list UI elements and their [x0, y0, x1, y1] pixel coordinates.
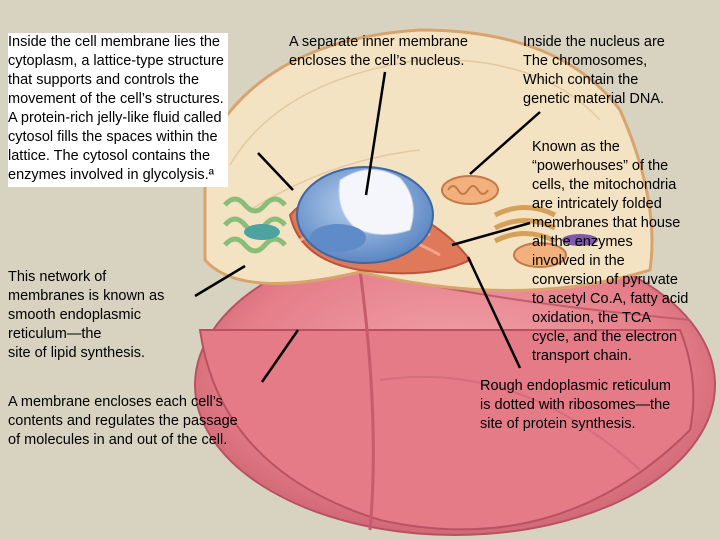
leader-line-nuclear-membrane [364, 71, 387, 196]
leader-line-smooth-er [194, 264, 246, 298]
mitochondria-label: Known as the “powerhouses” of the cells,… [532, 139, 689, 364]
nucleus [296, 166, 434, 264]
smooth-er-label: This network of membranes is known as sm… [8, 269, 165, 361]
golgi-apparatus [493, 205, 557, 244]
leader-line-rough-er [466, 256, 522, 369]
cell-body [194, 234, 716, 536]
leader-line-cell-membrane [260, 329, 300, 383]
leader-line-mitochondria [451, 221, 531, 247]
mitochondria [244, 175, 598, 268]
chromosomes-label: Inside the nucleus are The chromosomes, … [523, 34, 665, 107]
leader-line-chromosomes [469, 111, 541, 175]
nuclear-membrane-label: A separate inner membrane encloses the c… [289, 34, 468, 69]
leader-line-cytoplasm [257, 152, 294, 191]
leader-lines [194, 71, 541, 383]
rough-er-label: Rough endoplasmic reticulum is dotted wi… [480, 378, 672, 432]
cytoplasm-label: Inside the cell membrane lies the cytopl… [8, 33, 228, 187]
cell-membrane-label: A membrane encloses each cell’s contents… [8, 394, 238, 448]
